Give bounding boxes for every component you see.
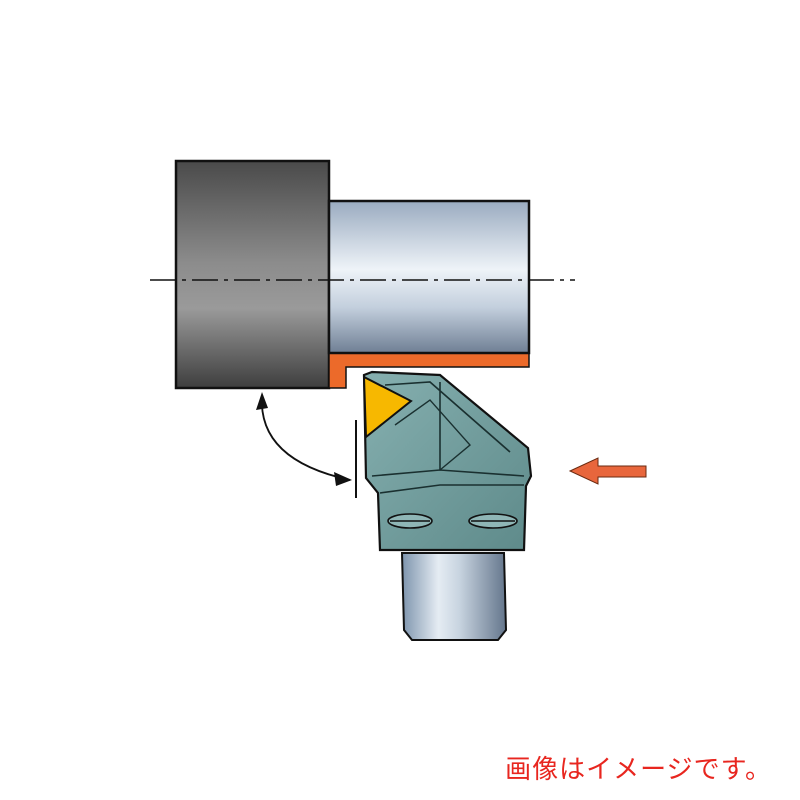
cutting-insert <box>362 375 413 440</box>
tool-body-clamp-line <box>394 399 472 471</box>
clamp-screw-left <box>387 513 433 529</box>
clamp-screw-right <box>468 513 518 529</box>
angle-arc <box>261 395 351 481</box>
workpiece-cylinder <box>327 199 531 355</box>
tool-shank <box>400 552 508 641</box>
arrow-left-icon <box>568 457 647 485</box>
double-arrow-arc-icon <box>256 392 352 486</box>
image-disclaimer-caption: 画像はイメージです。 <box>505 755 772 785</box>
chuck-block <box>174 159 331 390</box>
